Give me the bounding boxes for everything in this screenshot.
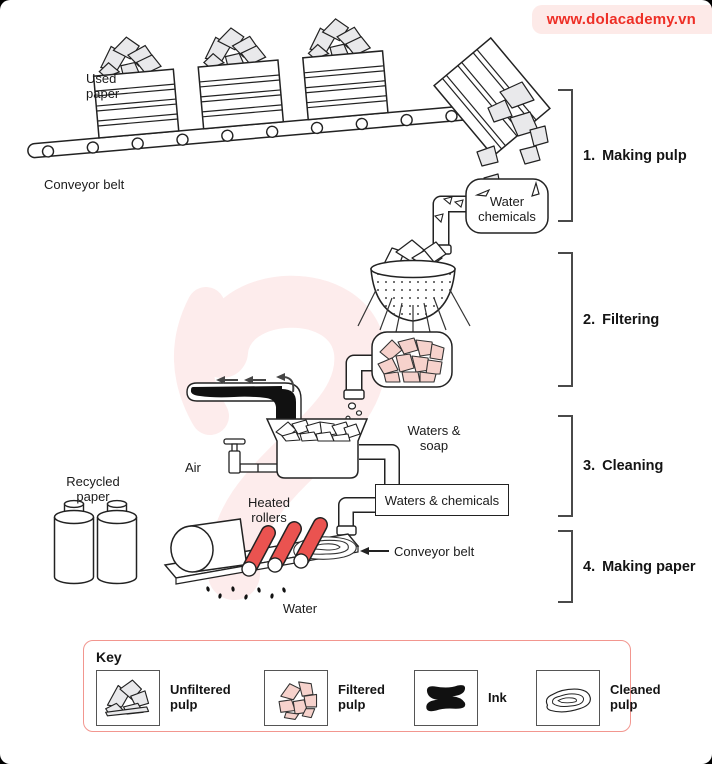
- cleaned-pulp-icon: [545, 688, 591, 713]
- air-label: Air: [185, 460, 201, 475]
- ink-swatch: [414, 670, 478, 726]
- used-paper-label: Used paper: [86, 71, 120, 102]
- waters-soap-label: Waters & soap: [407, 423, 461, 454]
- left-arrow-icon: [360, 547, 389, 555]
- stage-name: Making pulp: [602, 147, 687, 164]
- stage-1-making-pulp: 1. Making pulp: [558, 89, 712, 222]
- conveyor-belt-top-graphic: [27, 15, 507, 159]
- water-chemicals-container: [465, 178, 549, 234]
- stage-4-bracket: [558, 530, 573, 603]
- unfiltered-pulp-swatch: [96, 670, 160, 726]
- stage-4-making-paper: 4. Making paper: [558, 530, 712, 603]
- stage-number: 1.: [583, 147, 596, 164]
- pipe-to-belt: [336, 497, 376, 536]
- pulp-in-tank: [275, 419, 361, 442]
- filtered-pulp-pieces: [377, 337, 445, 383]
- heated-rollers-label: Heated rollers: [248, 495, 290, 526]
- stage-3-bracket: [558, 415, 573, 517]
- stage-name: Filtering: [602, 311, 660, 328]
- filter-water-streams: [357, 289, 471, 334]
- waters-chemicals-box: Waters & chemicals: [375, 484, 509, 516]
- ink-stream: [190, 386, 296, 419]
- key-item-ink: Ink: [414, 670, 520, 726]
- key-item-filtered-pulp: Filtered pulp: [264, 670, 398, 726]
- cleaning-tank: [265, 418, 369, 479]
- paper-crate: [302, 50, 389, 121]
- water-chemicals-label: Water chemicals: [478, 194, 536, 225]
- ink-channel: [186, 373, 302, 422]
- key-label: Filtered pulp: [338, 682, 385, 712]
- pipe-to-chemicals-box: [359, 444, 400, 486]
- water-label: Water: [282, 601, 318, 616]
- stage-number: 4.: [583, 558, 596, 575]
- belt-rollers: [41, 106, 497, 158]
- legend-key: Key Unfiltered pulp: [83, 640, 661, 732]
- conveyor-belt-bottom-label: Conveyor belt: [394, 544, 475, 559]
- flow-arrows-left: [216, 373, 295, 393]
- key-label: Ink: [488, 689, 507, 705]
- filter-basket: [370, 239, 456, 322]
- website-badge[interactable]: www.dolacademy.vn: [531, 5, 712, 34]
- filtered-pulp-container: [371, 331, 453, 388]
- key-label: Unfiltered pulp: [170, 682, 231, 712]
- key-item-cleaned-pulp: Cleaned pulp: [536, 670, 674, 726]
- stage-1-bracket: [558, 89, 573, 222]
- air-pump: [223, 438, 281, 474]
- cleaned-pulp-swatch: [536, 670, 600, 726]
- filtered-pulp-icon: [278, 681, 318, 720]
- key-title: Key: [96, 649, 122, 665]
- key-label: Cleaned pulp: [610, 682, 661, 712]
- stage-3-cleaning: 3. Cleaning: [558, 415, 712, 517]
- stage-number: 3.: [583, 458, 596, 474]
- conveyor-belt-top-label: Conveyor belt: [44, 177, 125, 192]
- falling-paper: [469, 81, 549, 199]
- key-item-unfiltered-pulp: Unfiltered pulp: [96, 670, 248, 726]
- recycled-paper-roll: [53, 499, 95, 585]
- stage-number: 2.: [583, 311, 596, 328]
- stage-2-filtering: 2. Filtering: [558, 252, 712, 387]
- stage-2-bracket: [558, 252, 573, 387]
- ink-icon: [426, 685, 466, 712]
- stage-name: Cleaning: [602, 458, 664, 474]
- filtered-pulp-swatch: [264, 670, 328, 726]
- recycled-paper-label: Recycled paper: [66, 474, 120, 505]
- stage-name: Making paper: [602, 558, 696, 575]
- recycled-paper-roll: [96, 499, 138, 585]
- water-drops: [206, 586, 286, 600]
- unfiltered-pulp-icon: [105, 679, 150, 717]
- paper-crate: [197, 59, 285, 130]
- paper-roll: [170, 518, 248, 573]
- heated-rollers-graphic: [241, 517, 328, 577]
